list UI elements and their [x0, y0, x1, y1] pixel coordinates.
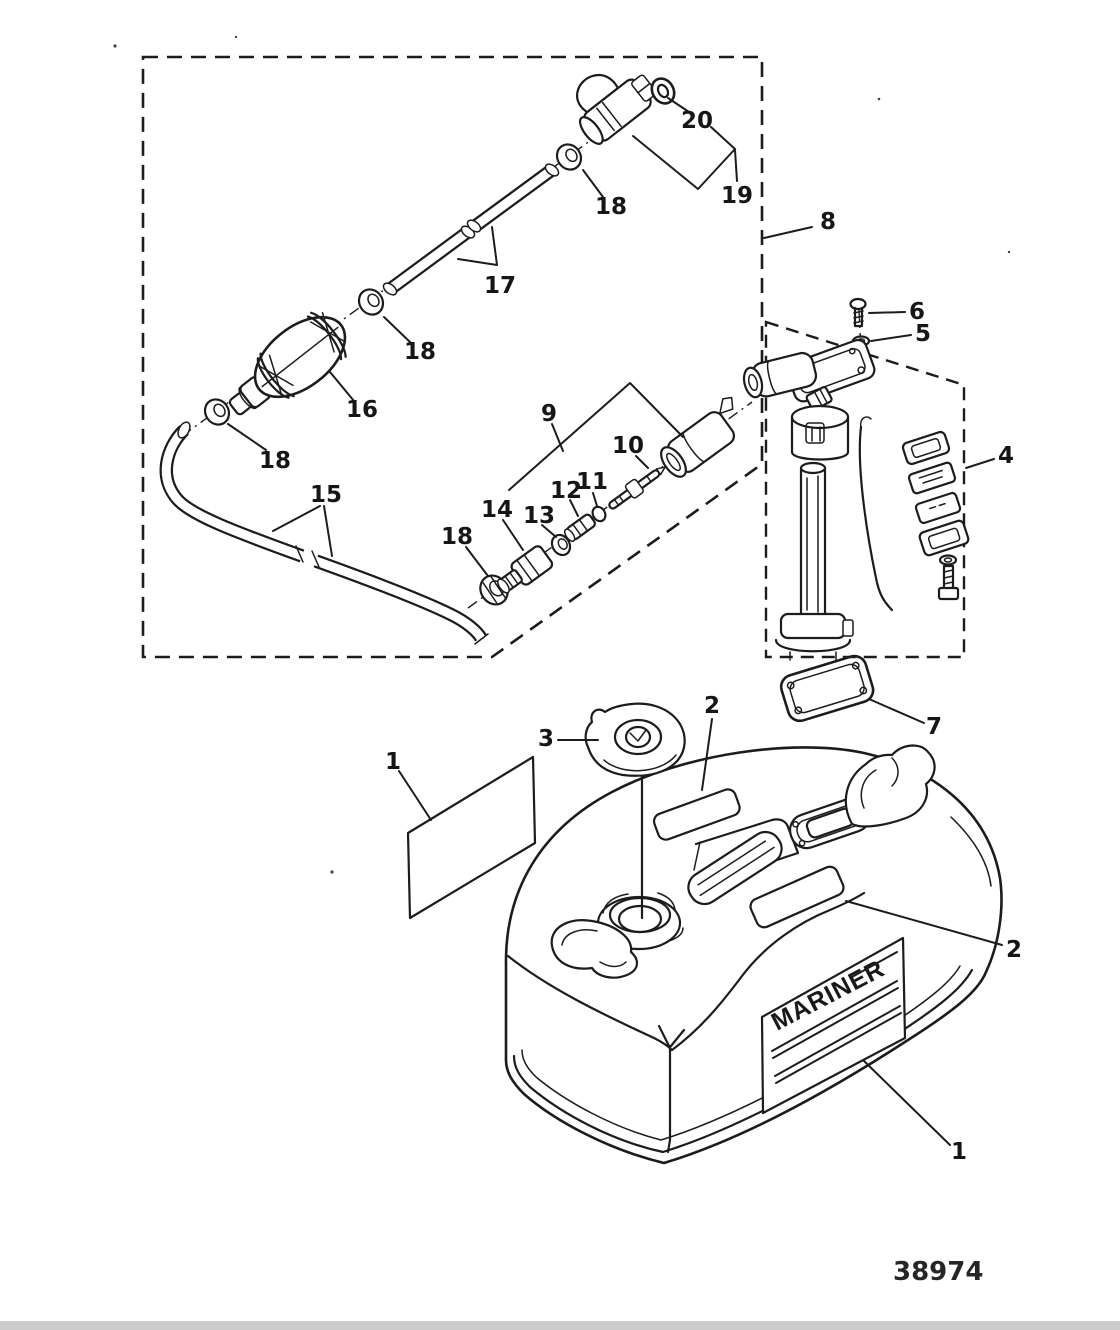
callout-4-18: 4 [998, 443, 1014, 469]
drawing-number: 38974 [893, 1257, 983, 1287]
page-footer-strip [0, 1321, 1120, 1330]
callout-8-15: 8 [820, 209, 836, 235]
connector-needle [608, 466, 666, 510]
dipstick-rod [858, 416, 894, 612]
pickup-tube [774, 461, 854, 661]
callout-13-13: 13 [523, 503, 555, 529]
callout-12-10: 12 [550, 478, 582, 504]
callout-11-11: 11 [576, 469, 608, 495]
tank-top-edge [506, 954, 674, 1052]
elbow-fitting-14 [497, 545, 554, 594]
callout-15-7: 15 [310, 482, 342, 508]
callout-20-0: 20 [681, 108, 713, 134]
callout-3-20: 3 [538, 726, 554, 752]
fuel-hose-tank-end [159, 421, 489, 645]
mariner-decal-stripes [771, 951, 902, 1084]
callout-17-3: 17 [484, 273, 516, 299]
callout-9-8: 9 [541, 401, 557, 427]
callout-1-24: 1 [951, 1139, 967, 1165]
callout-2-23: 2 [1006, 937, 1022, 963]
stack-washer [938, 554, 958, 566]
scan-speckles [113, 35, 1011, 874]
primer-bulb [228, 311, 347, 416]
fuel-hose-middle [382, 163, 560, 296]
callout-16-5: 16 [346, 397, 378, 423]
retainer-ring-11 [591, 505, 607, 523]
tank-bottom-rim-line-2 [521, 965, 961, 1141]
tank-decal-blank [406, 755, 537, 920]
tank-parting-line [657, 1024, 686, 1154]
callout-18-6: 18 [259, 448, 291, 474]
hose-clip-pocket [550, 919, 638, 979]
tank-bottom-rim-line [512, 968, 974, 1154]
callout-1-22: 1 [385, 749, 401, 775]
callout-2-21: 2 [704, 693, 720, 719]
pickup-gasket [779, 654, 875, 723]
tank-body-outline [504, 746, 1003, 1165]
fuel-tank: MARINER [504, 744, 1003, 1165]
fuel-pickup-kit-boundary [764, 320, 966, 659]
callout-leaders [227, 97, 1003, 1146]
callout-18-4: 18 [404, 339, 436, 365]
hose-sleeve-18b [357, 288, 385, 316]
callout-10-9: 10 [612, 433, 644, 459]
callout-7-19: 7 [926, 714, 942, 740]
stack-bolt [937, 564, 960, 601]
pickup-elbow-body [742, 338, 876, 411]
hose-sleeve-18c [555, 143, 583, 171]
tank-quick-connector [660, 396, 735, 478]
top-label-strip [652, 788, 741, 841]
pickup-screw [849, 297, 867, 353]
callout-14-12: 14 [481, 497, 513, 523]
side-label-strip [749, 865, 845, 929]
hose-sleeve-18a [203, 398, 231, 426]
pickup-filter-cup [790, 404, 850, 461]
callout-19-1: 19 [721, 183, 753, 209]
callout-5-17: 5 [915, 321, 931, 347]
callout-18-2: 18 [595, 194, 627, 220]
tank-right-crease [950, 816, 992, 887]
fuel-line-kit-boundary [141, 55, 764, 659]
callout-6-16: 6 [909, 299, 925, 325]
fuel-cap [584, 702, 686, 920]
callout-18-14: 18 [441, 524, 473, 550]
tank-corner-edge [670, 891, 866, 1052]
vent-scoop [844, 744, 936, 828]
engine-fuel-connector [575, 73, 657, 145]
filter-screen-stack [901, 430, 970, 601]
